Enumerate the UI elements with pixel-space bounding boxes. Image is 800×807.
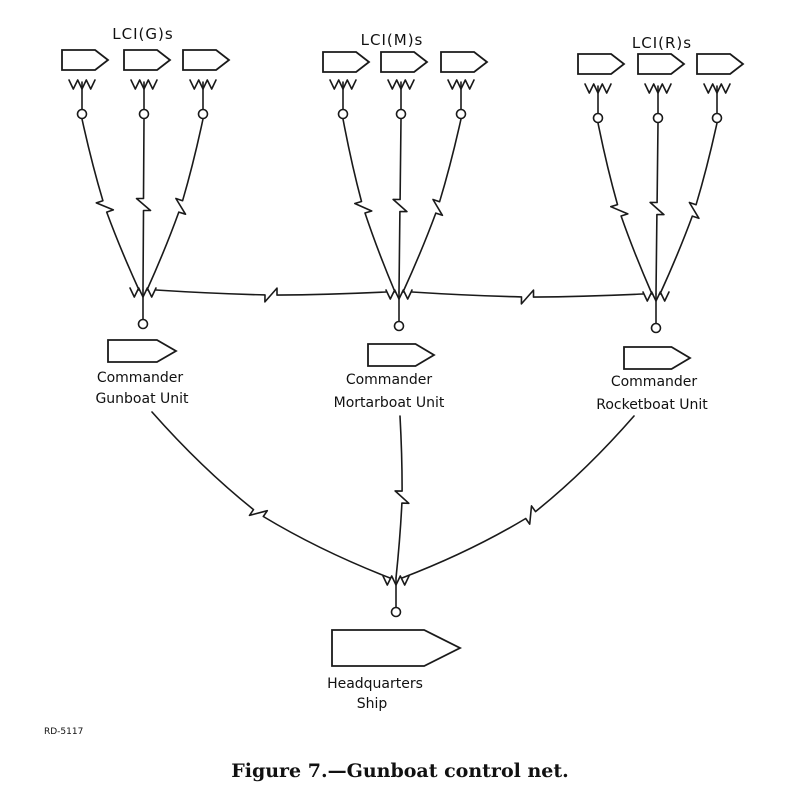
antenna-node-circle: [650, 322, 662, 334]
rocketboat-radio-link-2: [649, 122, 665, 295]
drawing-code: RD-5117: [44, 727, 83, 737]
mortarboat-lci-boat-2: [380, 51, 429, 73]
antenna-node-circle: [455, 108, 467, 120]
gunboat-radio-link-3: [146, 118, 204, 291]
gunboat-lci-antenna-1: [68, 79, 96, 120]
mortarboat-lci-boat-3: [440, 51, 489, 73]
gunboat-unit-label: Gunboat Unit: [95, 391, 189, 407]
antenna-node-circle: [652, 112, 664, 124]
rocketboat-unit-label: Rocketboat Unit: [596, 397, 708, 413]
mortarboat-commander-boat: [367, 343, 436, 367]
rocketboat-commander-label: Commander: [611, 374, 698, 390]
rocketboat-lci-antenna-3: [703, 83, 731, 124]
command-net-link-mortar-rocket: [411, 289, 644, 305]
hq-ship-label-line1: Headquarters: [327, 676, 423, 692]
hq-link-rocketboat: [401, 415, 635, 579]
gunboat-commander-antenna: [129, 287, 157, 330]
mortarboat-radio-link-2: [392, 118, 408, 293]
antenna-node-circle: [337, 108, 349, 120]
gunboat-lci-boat-1: [61, 49, 110, 71]
mortarboat-commander-label: Commander: [346, 372, 433, 388]
hq-ship-antenna: [382, 575, 410, 618]
hq-ship-hull: [331, 629, 463, 667]
rocketboat-commander-boat: [623, 346, 692, 370]
mortarboat-radio-link-3: [402, 118, 462, 293]
gunboat-commander-boat: [107, 339, 178, 363]
rocketboat-lci-antenna-2: [644, 83, 672, 124]
hq-ship-label-line2: Ship: [357, 696, 388, 712]
gunboat-lci-antenna-2: [130, 79, 158, 120]
mortarboat-commander-antenna: [385, 289, 413, 332]
mortarboat-unit-label: Mortarboat Unit: [334, 395, 445, 411]
mortarboat-lci-antenna-3: [447, 79, 475, 120]
antenna-node-circle: [393, 320, 405, 332]
rocketboat-lci-boat-3: [696, 53, 745, 75]
gunboat-lci-antenna-3: [189, 79, 217, 120]
antenna-node-circle: [390, 606, 402, 618]
rocketboat-lci-boat-2: [637, 53, 686, 75]
antenna-node-circle: [197, 108, 209, 120]
antenna-node-circle: [711, 112, 723, 124]
radio-links: [81, 118, 718, 579]
antenna-node-circle: [76, 108, 88, 120]
rocketboat-radio-link-1: [597, 122, 653, 295]
rocketboat-radio-link-3: [659, 122, 718, 295]
hq-link-gunboat: [151, 411, 391, 579]
mortarboat-lci-antenna-2: [387, 79, 415, 120]
antenna-node-circle: [592, 112, 604, 124]
rocketboat-commander-antenna: [642, 291, 670, 334]
group-label-lci-g: LCI(G)s: [112, 25, 173, 43]
antenna-node-circle: [137, 318, 149, 330]
antenna-node-circle: [138, 108, 150, 120]
mortarboat-lci-boat-1: [322, 51, 371, 73]
group-label-lci-r: LCI(R)s: [632, 34, 692, 52]
gunboat-lci-boat-2: [123, 49, 172, 71]
group-label-lci-m: LCI(M)s: [361, 31, 424, 49]
gunboat-commander-label: Commander: [97, 370, 184, 386]
rocketboat-lci-antenna-1: [584, 83, 612, 124]
gunboat-radio-link-2: [135, 118, 152, 291]
network-nodes: [61, 49, 745, 667]
rocketboat-lci-boat-1: [577, 53, 626, 75]
gunboat-radio-link-1: [81, 118, 140, 291]
gunboat-lci-boat-3: [182, 49, 231, 71]
figure-caption: Figure 7.—Gunboat control net.: [231, 760, 569, 782]
mortarboat-lci-antenna-1: [329, 79, 357, 120]
command-net-link-gun-mortar: [155, 287, 387, 303]
antenna-node-circle: [395, 108, 407, 120]
hq-link-mortarboat: [394, 415, 410, 579]
mortarboat-radio-link-1: [342, 118, 396, 293]
